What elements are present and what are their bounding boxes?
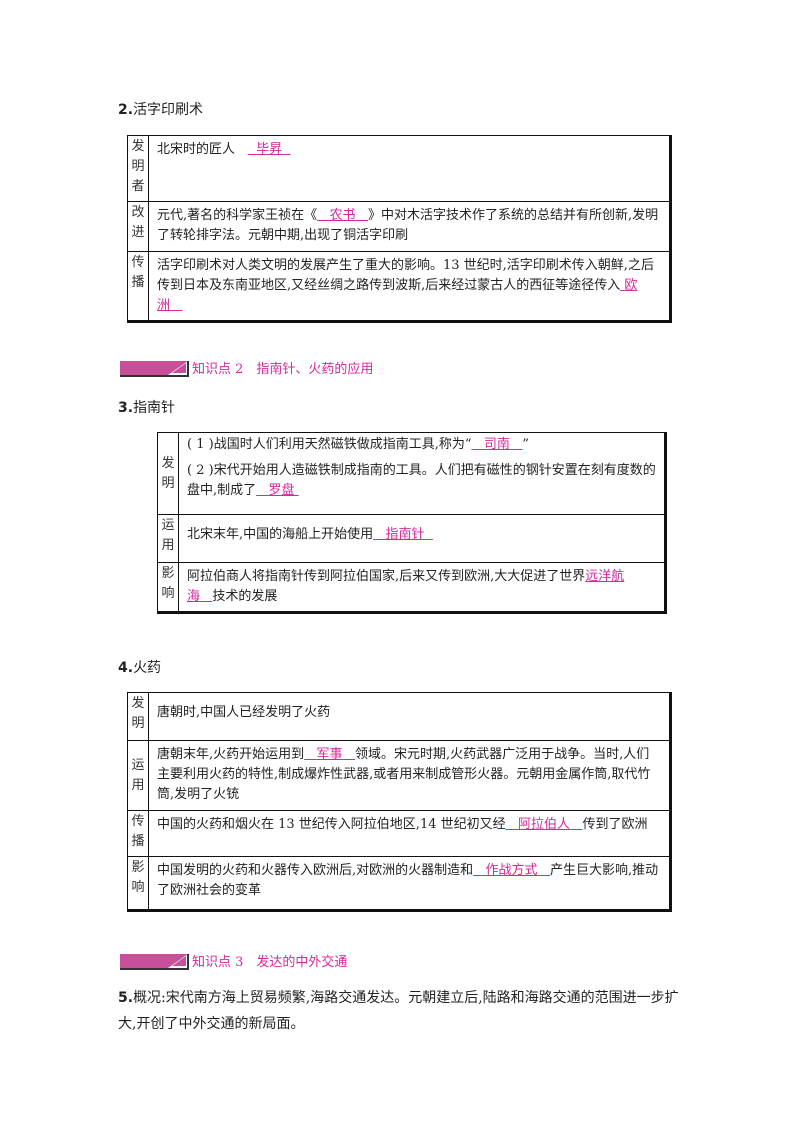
section-title: 活字印刷术 — [133, 102, 204, 118]
answer-blank: 远洋航海 — [187, 569, 625, 604]
answer-blank: 指南针 — [385, 527, 425, 542]
table-row: 传播 中国的火药和烟火在 13 世纪传入阿拉伯地区,14 世纪初又经 阿拉伯人 … — [127, 810, 672, 857]
section-number: 2. — [118, 102, 134, 118]
knowledge-point-label: 知识点 3 发达的中外交通 — [192, 955, 348, 970]
invention-line-2: ( 2 )宋代开始用人造磁铁制成指南的工具。人们把有磁性的钢针安置在刻有度数的盘… — [187, 463, 656, 498]
section-number: 4. — [118, 660, 134, 676]
section-title: 火药 — [133, 660, 162, 676]
table-row: 运用 北宋末年,中国的海船上开始使用 指南针 — [157, 514, 667, 563]
section-number: 3. — [118, 400, 134, 416]
row-label: 发明 — [157, 432, 179, 515]
table-row: 影响 阿拉伯商人将指南针传到阿拉伯国家,后来又传到欧洲,大大促进了世界远洋航海 … — [157, 562, 667, 614]
row-content: 北宋时的匠人 毕昇 — [148, 135, 672, 202]
movable-type-table: 发明者 北宋时的匠人 毕昇 改进 元代,著名的科学家王祯在《 农书 》中对木活字… — [127, 135, 672, 323]
section-5-paragraph: 5.概况:宋代南方海上贸易频繁,海路交通发达。元朝建立后,陆路和海路交通的范围进… — [118, 985, 688, 1037]
row-label: 运用 — [127, 740, 149, 811]
answer-blank: 毕昇 — [256, 142, 283, 157]
section-4-heading: 4.火药 — [118, 658, 161, 678]
section-text: 概况:宋代南方海上贸易频繁,海路交通发达。元朝建立后,陆路和海路交通的范围进一步… — [118, 990, 679, 1032]
answer-blank: 司南 — [483, 437, 510, 452]
row-content: 唐朝时,中国人已经发明了火药 — [148, 692, 672, 741]
table-row: 运用 唐朝末年,火药开始运用到 军事 领域。宋元时期,火药武器广泛用于战争。当时… — [127, 740, 672, 811]
knowledge-point-2-banner: 知识点 2 指南针、火药的应用 — [120, 357, 520, 379]
row-content: ( 1 )战国时人们利用天然磁铁做成指南工具,称为“ 司南 ” ( 2 )宋代开… — [178, 432, 667, 515]
section-2-heading: 2.活字印刷术 — [118, 100, 203, 120]
invention-line-1: ( 1 )战国时人们利用天然磁铁做成指南工具,称为“ 司南 ” — [187, 437, 529, 452]
row-label: 影响 — [127, 856, 149, 912]
table-row: 发明 ( 1 )战国时人们利用天然磁铁做成指南工具,称为“ 司南 ” ( 2 )… — [157, 432, 667, 515]
answer-blank: 农书 — [329, 208, 356, 223]
gunpowder-table: 发明 唐朝时,中国人已经发明了火药 运用 唐朝末年,火药开始运用到 军事 领域。… — [127, 692, 672, 912]
row-label: 运用 — [157, 514, 179, 563]
row-content: 元代,著名的科学家王祯在《 农书 》中对木活字技术作了系统的总结并有所创新,发明… — [148, 201, 672, 252]
answer-blank: 作战方式 — [485, 863, 538, 878]
row-label: 发明者 — [127, 135, 149, 202]
row-content: 中国的火药和烟火在 13 世纪传入阿拉伯地区,14 世纪初又经 阿拉伯人 传到了… — [148, 810, 672, 857]
table-row: 发明 唐朝时,中国人已经发明了火药 — [127, 692, 672, 741]
row-content: 阿拉伯商人将指南针传到阿拉伯国家,后来又传到欧洲,大大促进了世界远洋航海 技术的… — [178, 562, 667, 614]
section-title: 指南针 — [133, 400, 176, 416]
row-label: 传播 — [127, 810, 149, 857]
row-content: 北宋末年,中国的海船上开始使用 指南针 — [178, 514, 667, 563]
table-row: 传播 活字印刷术对人类文明的发展产生了重大的影响。13 世纪时,活字印刷术传入朝… — [127, 251, 672, 323]
section-number: 5. — [118, 990, 134, 1006]
row-label: 发明 — [127, 692, 149, 741]
answer-blank: 军事 — [316, 747, 343, 762]
row-label: 影响 — [157, 562, 179, 614]
answer-blank: 阿拉伯人 — [518, 817, 571, 832]
section-3-heading: 3.指南针 — [118, 398, 175, 418]
compass-table: 发明 ( 1 )战国时人们利用天然磁铁做成指南工具,称为“ 司南 ” ( 2 )… — [157, 432, 667, 614]
row-label: 改进 — [127, 201, 149, 252]
knowledge-point-label: 知识点 2 指南针、火药的应用 — [192, 362, 374, 377]
answer-blank: 欧洲 — [157, 278, 638, 313]
answer-blank: 罗盘 — [268, 483, 295, 498]
table-row: 改进 元代,著名的科学家王祯在《 农书 》中对木活字技术作了系统的总结并有所创新… — [127, 201, 672, 252]
row-content: 活字印刷术对人类文明的发展产生了重大的影响。13 世纪时,活字印刷术传入朝鲜,之… — [148, 251, 672, 323]
table-row: 影响 中国发明的火药和火器传入欧洲后,对欧洲的火器制造和 作战方式 产生巨大影响… — [127, 856, 672, 912]
table-row: 发明者 北宋时的匠人 毕昇 — [127, 135, 672, 202]
knowledge-point-3-banner: 知识点 3 发达的中外交通 — [120, 950, 520, 972]
row-content: 中国发明的火药和火器传入欧洲后,对欧洲的火器制造和 作战方式 产生巨大影响,推动… — [148, 856, 672, 912]
row-content: 唐朝末年,火药开始运用到 军事 领域。宋元时期,火药武器广泛用于战争。当时,人们… — [148, 740, 672, 811]
row-label: 传播 — [127, 251, 149, 323]
